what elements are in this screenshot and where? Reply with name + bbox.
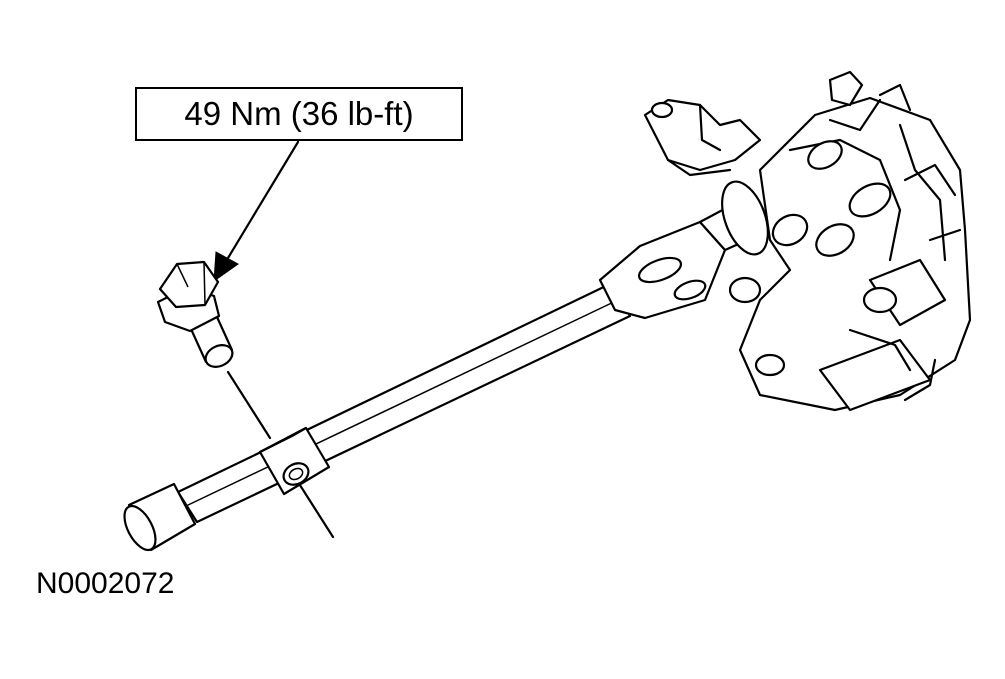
bolt [156,260,234,368]
intermediate-shaft [123,281,632,552]
bolt-alignment-line [226,370,272,440]
hole-leader-line [296,480,335,539]
torque-spec-label: 49 Nm (36 lb-ft) [184,95,414,132]
universal-joint [598,180,772,320]
figure-id-label: N0002072 [36,567,175,600]
steering-gear-housing [738,70,972,412]
torque-spec-callout: 49 Nm (36 lb-ft) [135,87,463,141]
callout-leader-arrow [213,140,300,283]
mounting-bracket [643,98,762,177]
